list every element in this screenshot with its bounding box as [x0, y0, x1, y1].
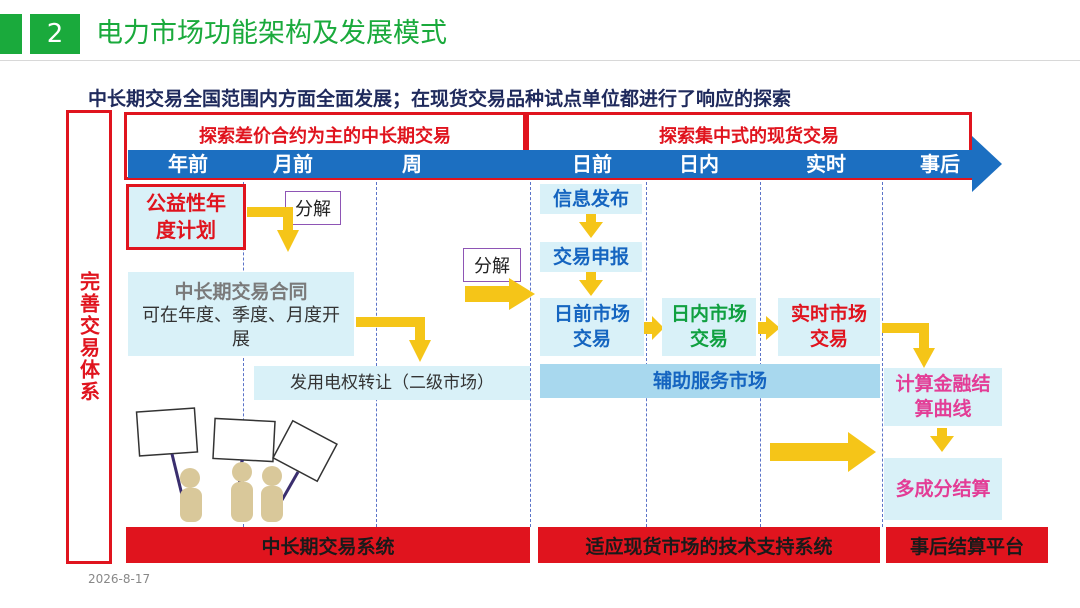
multi-settlement-label: 多成分结算	[895, 477, 991, 500]
phase-label-mid-long: 探索差价合约为主的中长期交易	[199, 126, 451, 147]
protest-figures-illustration	[135, 407, 338, 522]
arrow-bid-to-day-ahead	[579, 272, 603, 296]
slide-subtitle: 中长期交易全国范围内方面全面发展；在现货交易品种试点单位都进行了响应的探索	[88, 88, 792, 110]
arrow-day-ahead-to-intraday	[644, 316, 664, 340]
arrow-to-day-ahead	[465, 278, 535, 310]
intraday-box: 日内市场交易	[662, 298, 756, 356]
side-label: 完善交易体系	[76, 271, 101, 403]
arrow-spot-to-settlement	[770, 432, 876, 472]
bid-box: 交易申报	[540, 242, 642, 272]
contract-title: 中长期交易合同	[174, 280, 308, 303]
arrow-contract-to-transfer	[356, 317, 431, 362]
arrow-curve-to-multi	[930, 428, 954, 452]
phase-box-mid-long	[124, 112, 526, 180]
system-bar-mid-long: 中长期交易系统	[126, 527, 530, 563]
day-ahead-box: 日前市场交易	[540, 298, 644, 356]
timeline-bar	[128, 150, 973, 178]
decompose-tag-2: 分解	[463, 248, 521, 282]
side-label-box: 完善交易体系	[66, 110, 112, 564]
timeline-label: 日内	[679, 152, 719, 176]
section-number: 2	[30, 14, 80, 54]
arrow-realtime-to-settlement	[882, 323, 935, 368]
arrow-info-to-bid	[579, 214, 603, 238]
column-guide	[530, 182, 531, 527]
column-guide	[760, 182, 761, 527]
contract-box: 中长期交易合同 可在年度、季度、月度开展	[128, 272, 354, 356]
timeline-label: 实时	[806, 152, 846, 176]
ancillary-label: 辅助服务市场	[652, 369, 767, 392]
realtime-label: 实时市场交易	[790, 303, 867, 350]
footer-date: 2026-8-17	[88, 572, 151, 586]
phase-label-spot: 探索集中式的现货交易	[659, 126, 839, 147]
realtime-box: 实时市场交易	[778, 298, 880, 356]
annual-plan-label: 公益性年度计划	[146, 191, 226, 242]
timeline-label: 事后	[920, 152, 960, 176]
annual-plan-box: 公益性年度计划	[126, 184, 246, 250]
contract-desc: 可在年度、季度、月度开展	[142, 304, 340, 350]
ancillary-box: 辅助服务市场	[540, 364, 880, 398]
column-guide	[376, 182, 377, 527]
phase-box-spot	[526, 112, 972, 180]
system-bar-post-settlement: 事后结算平台	[886, 527, 1048, 563]
timeline-label: 日前	[572, 152, 612, 176]
day-ahead-label: 日前市场交易	[553, 303, 630, 350]
info-release-label: 信息发布	[552, 187, 629, 210]
timeline-label: 年前	[168, 152, 208, 176]
system-bar-spot-support: 适应现货市场的技术支持系统	[538, 527, 880, 563]
header-divider	[0, 60, 1080, 61]
multi-settlement-box: 多成分结算	[884, 458, 1002, 520]
column-guide	[882, 182, 883, 527]
decompose-tag-1: 分解	[285, 191, 341, 225]
timeline-label: 月前	[273, 152, 313, 176]
arrow-intraday-to-realtime	[758, 316, 780, 340]
page-title: 电力市场功能架构及发展模式	[96, 18, 447, 49]
column-guide	[646, 182, 647, 527]
transfer-box: 发用电权转让（二级市场）	[254, 366, 530, 400]
bid-label: 交易申报	[552, 245, 629, 268]
settlement-curve-label: 计算金融结算曲线	[895, 373, 991, 420]
settlement-curve-box: 计算金融结算曲线	[884, 368, 1002, 426]
intraday-label: 日内市场交易	[670, 303, 747, 350]
timeline-arrow-head	[972, 136, 1002, 192]
info-release-box: 信息发布	[540, 184, 642, 214]
transfer-label: 发用电权转让（二级市场）	[290, 373, 494, 393]
timeline-label: 周	[402, 152, 422, 176]
header-accent-bar	[0, 14, 22, 54]
arrow-annual-to-contract	[247, 207, 299, 252]
